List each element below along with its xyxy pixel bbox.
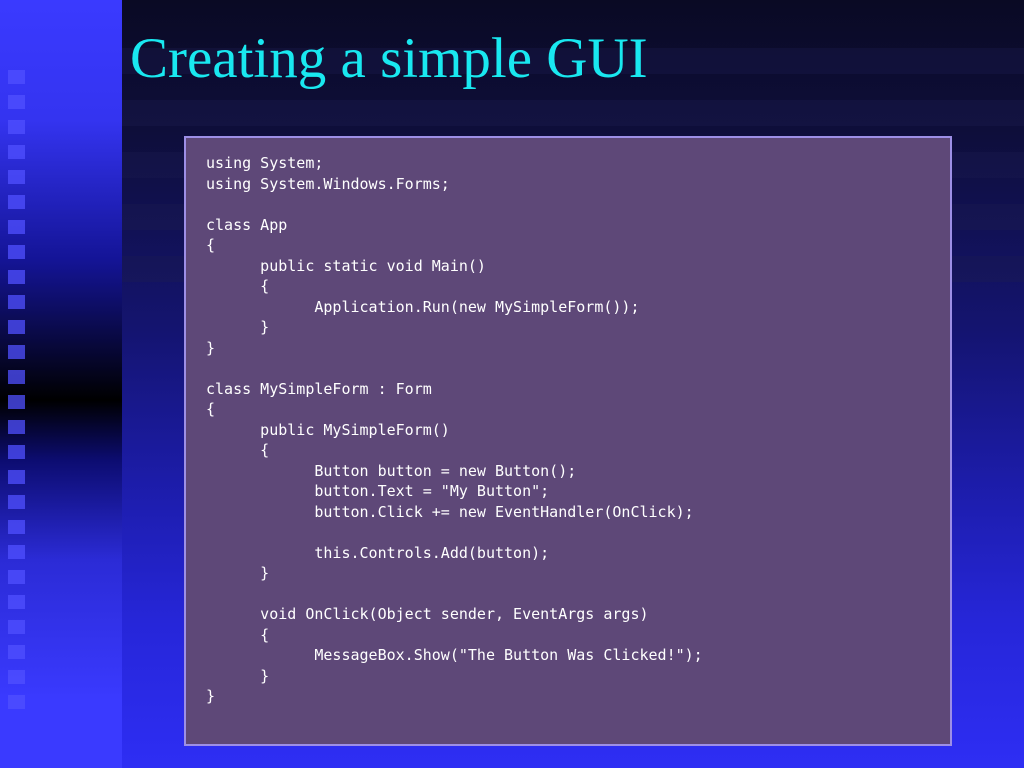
decorative-square [8,620,25,634]
decorative-square [8,370,25,384]
decorative-square [8,695,25,709]
decorative-square [8,70,25,84]
decorative-squares [8,70,26,720]
decorative-square [8,645,25,659]
decorative-square [8,545,25,559]
decorative-square [8,320,25,334]
decorative-square [8,445,25,459]
decorative-square [8,570,25,584]
decorative-square [8,395,25,409]
decorative-square [8,95,25,109]
slide-title: Creating a simple GUI [130,27,648,90]
decorative-square [8,170,25,184]
decorative-square [8,295,25,309]
decorative-square [8,420,25,434]
decorative-square [8,520,25,534]
decorative-square [8,495,25,509]
decorative-square [8,345,25,359]
decorative-square [8,195,25,209]
decorative-square [8,670,25,684]
code-text: using System; using System.Windows.Forms… [206,154,703,705]
background-band [122,100,1024,126]
background-band [122,48,1024,74]
decorative-square [8,245,25,259]
decorative-square [8,145,25,159]
left-decorative-strip [0,0,122,768]
decorative-square [8,220,25,234]
decorative-square [8,270,25,284]
code-block: using System; using System.Windows.Forms… [184,136,952,746]
decorative-square [8,120,25,134]
decorative-square [8,470,25,484]
decorative-square [8,595,25,609]
